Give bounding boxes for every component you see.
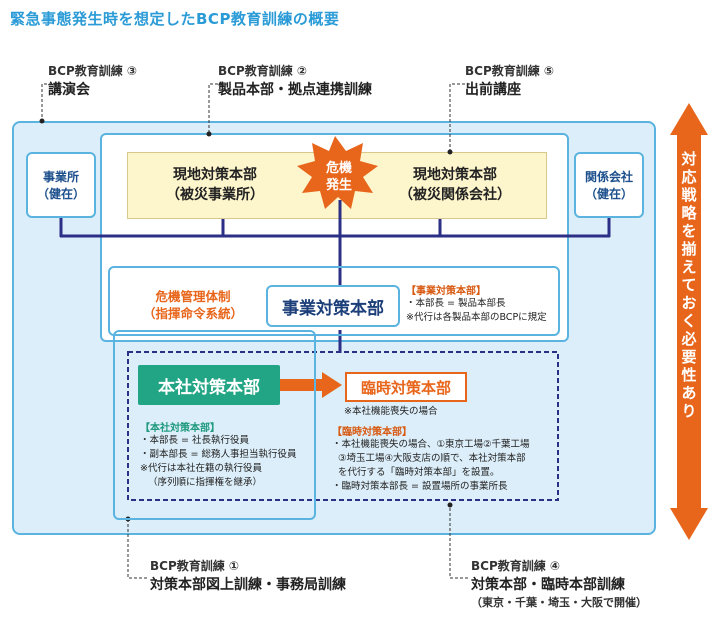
training-1-number: BCP教育訓練 ① [150, 559, 240, 573]
temp-hq-notes: 【臨時対策本部】 ・本社機能喪失の場合、①東京工場②千葉工場 ③埼玉工場④大阪支… [332, 423, 530, 494]
temp-hq-note-line: ③埼玉工場④大阪支店の順で、本社対策本部 [338, 453, 526, 464]
training-4-label: BCP教育訓練 ④ 対策本部・臨時本部訓練 （東京・千葉・埼玉・大阪で開催） [471, 557, 647, 610]
local-hq-site: 現地対策本部 （被災事業所） [150, 165, 280, 205]
head-office-note-heading: 【本社対策本部】 [140, 423, 220, 434]
business-hq-note-heading: 【事業対策本部】 [406, 286, 486, 297]
training-5-name: 出前講座 [465, 82, 521, 98]
training-2-label: BCP教育訓練 ② 製品本部・拠点連携訓練 [218, 62, 372, 99]
head-office-note-line: ・本部長 = 社長執行役員 [140, 435, 249, 446]
office-status: （健在） [36, 187, 85, 201]
training-2-name: 製品本部・拠点連携訓練 [218, 82, 372, 98]
business-hq-notes: 【事業対策本部】 ・本部長 = 製品本部長 ※代行は各製品本部のBCPに規定 [406, 282, 547, 325]
training-4-number: BCP教育訓練 ④ [471, 559, 561, 573]
office-box: 事業所 （健在） [26, 152, 96, 218]
crisis-management-sub: （指揮命令系統） [142, 306, 243, 321]
training-4-sub: （東京・千葉・埼玉・大阪で開催） [471, 596, 647, 609]
temp-hq-label: 臨時対策本部 [360, 378, 451, 397]
temp-hq-note-heading: 【臨時対策本部】 [332, 427, 412, 438]
head-office-notes: 【本社対策本部】 ・本部長 = 社長執行役員 ・副本部長 = 総務人事担当執行役… [140, 419, 297, 490]
side-banner-text: 対応戦略を揃えておく必要性あり [681, 150, 697, 420]
head-office-hq-label: 本社対策本部 [158, 377, 260, 398]
training-5-label: BCP教育訓練 ⑤ 出前講座 [465, 62, 554, 99]
crisis-management-label: 危機管理体制 （指揮命令系統） [132, 288, 254, 322]
head-office-frame [113, 330, 316, 520]
page-title: 緊急事態発生時を想定したBCP教育訓練の概要 [10, 10, 340, 28]
affiliate-name: 関係会社 [584, 170, 633, 184]
training-5-number: BCP教育訓練 ⑤ [465, 64, 555, 78]
office-name: 事業所 [42, 170, 79, 184]
local-hq-affiliate: 現地対策本部 （被災関係会社） [385, 165, 525, 205]
local-hq-affiliate-sub: （被災関係会社） [399, 187, 511, 203]
crisis-burst [297, 136, 378, 209]
training-3-number: BCP教育訓練 ③ [48, 64, 138, 78]
training-1-name: 対策本部図上訓練・事務局訓練 [150, 577, 346, 593]
head-office-hq-box: 本社対策本部 [138, 365, 280, 405]
business-hq-box: 事業対策本部 [266, 285, 400, 327]
training-1-label: BCP教育訓練 ① 対策本部図上訓練・事務局訓練 [150, 557, 346, 594]
temp-hq-note-line: を代行する「臨時対策本部」を設置。 [338, 467, 500, 478]
temp-hq-box: 臨時対策本部 [345, 372, 467, 402]
affiliate-box: 関係会社 （健在） [574, 152, 644, 218]
training-2-number: BCP教育訓練 ② [218, 64, 308, 78]
training-3-label: BCP教育訓練 ③ 講演会 [48, 62, 137, 99]
temp-hq-note-line: ・臨時対策本部長 = 設置場所の事業所長 [332, 481, 508, 492]
local-hq-affiliate-title: 現地対策本部 [413, 167, 497, 183]
affiliate-status: （健在） [584, 187, 633, 201]
local-hq-site-sub: （被災事業所） [166, 187, 264, 203]
head-office-note-line: ・副本部長 = 総務人事担当執行役員 [140, 449, 297, 460]
business-hq-note-line: ・本部長 = 製品本部長 [406, 298, 506, 309]
training-4-name: 対策本部・臨時本部訓練 [471, 577, 625, 593]
crisis-line1: 危機 [325, 161, 352, 176]
business-hq-note-line: ※代行は各製品本部のBCPに規定 [406, 312, 547, 323]
local-hq-site-title: 現地対策本部 [173, 167, 257, 183]
business-hq-label: 事業対策本部 [282, 298, 384, 319]
crisis-label: 危機 発生 [316, 160, 362, 194]
head-office-note-line: （序列順に指揮権を継承） [148, 477, 263, 488]
training-3-name: 講演会 [48, 82, 90, 98]
head-office-note-line: ※代行は本社在籍の執行役員 [140, 463, 262, 474]
temp-hq-note-line: ・本社機能喪失の場合、①東京工場②千葉工場 [332, 439, 530, 450]
temp-hq-footnote: ※本社機能喪失の場合 [344, 406, 438, 417]
crisis-line2: 発生 [325, 178, 352, 193]
crisis-management-title: 危機管理体制 [155, 289, 231, 304]
business-hq-frame [108, 266, 560, 336]
